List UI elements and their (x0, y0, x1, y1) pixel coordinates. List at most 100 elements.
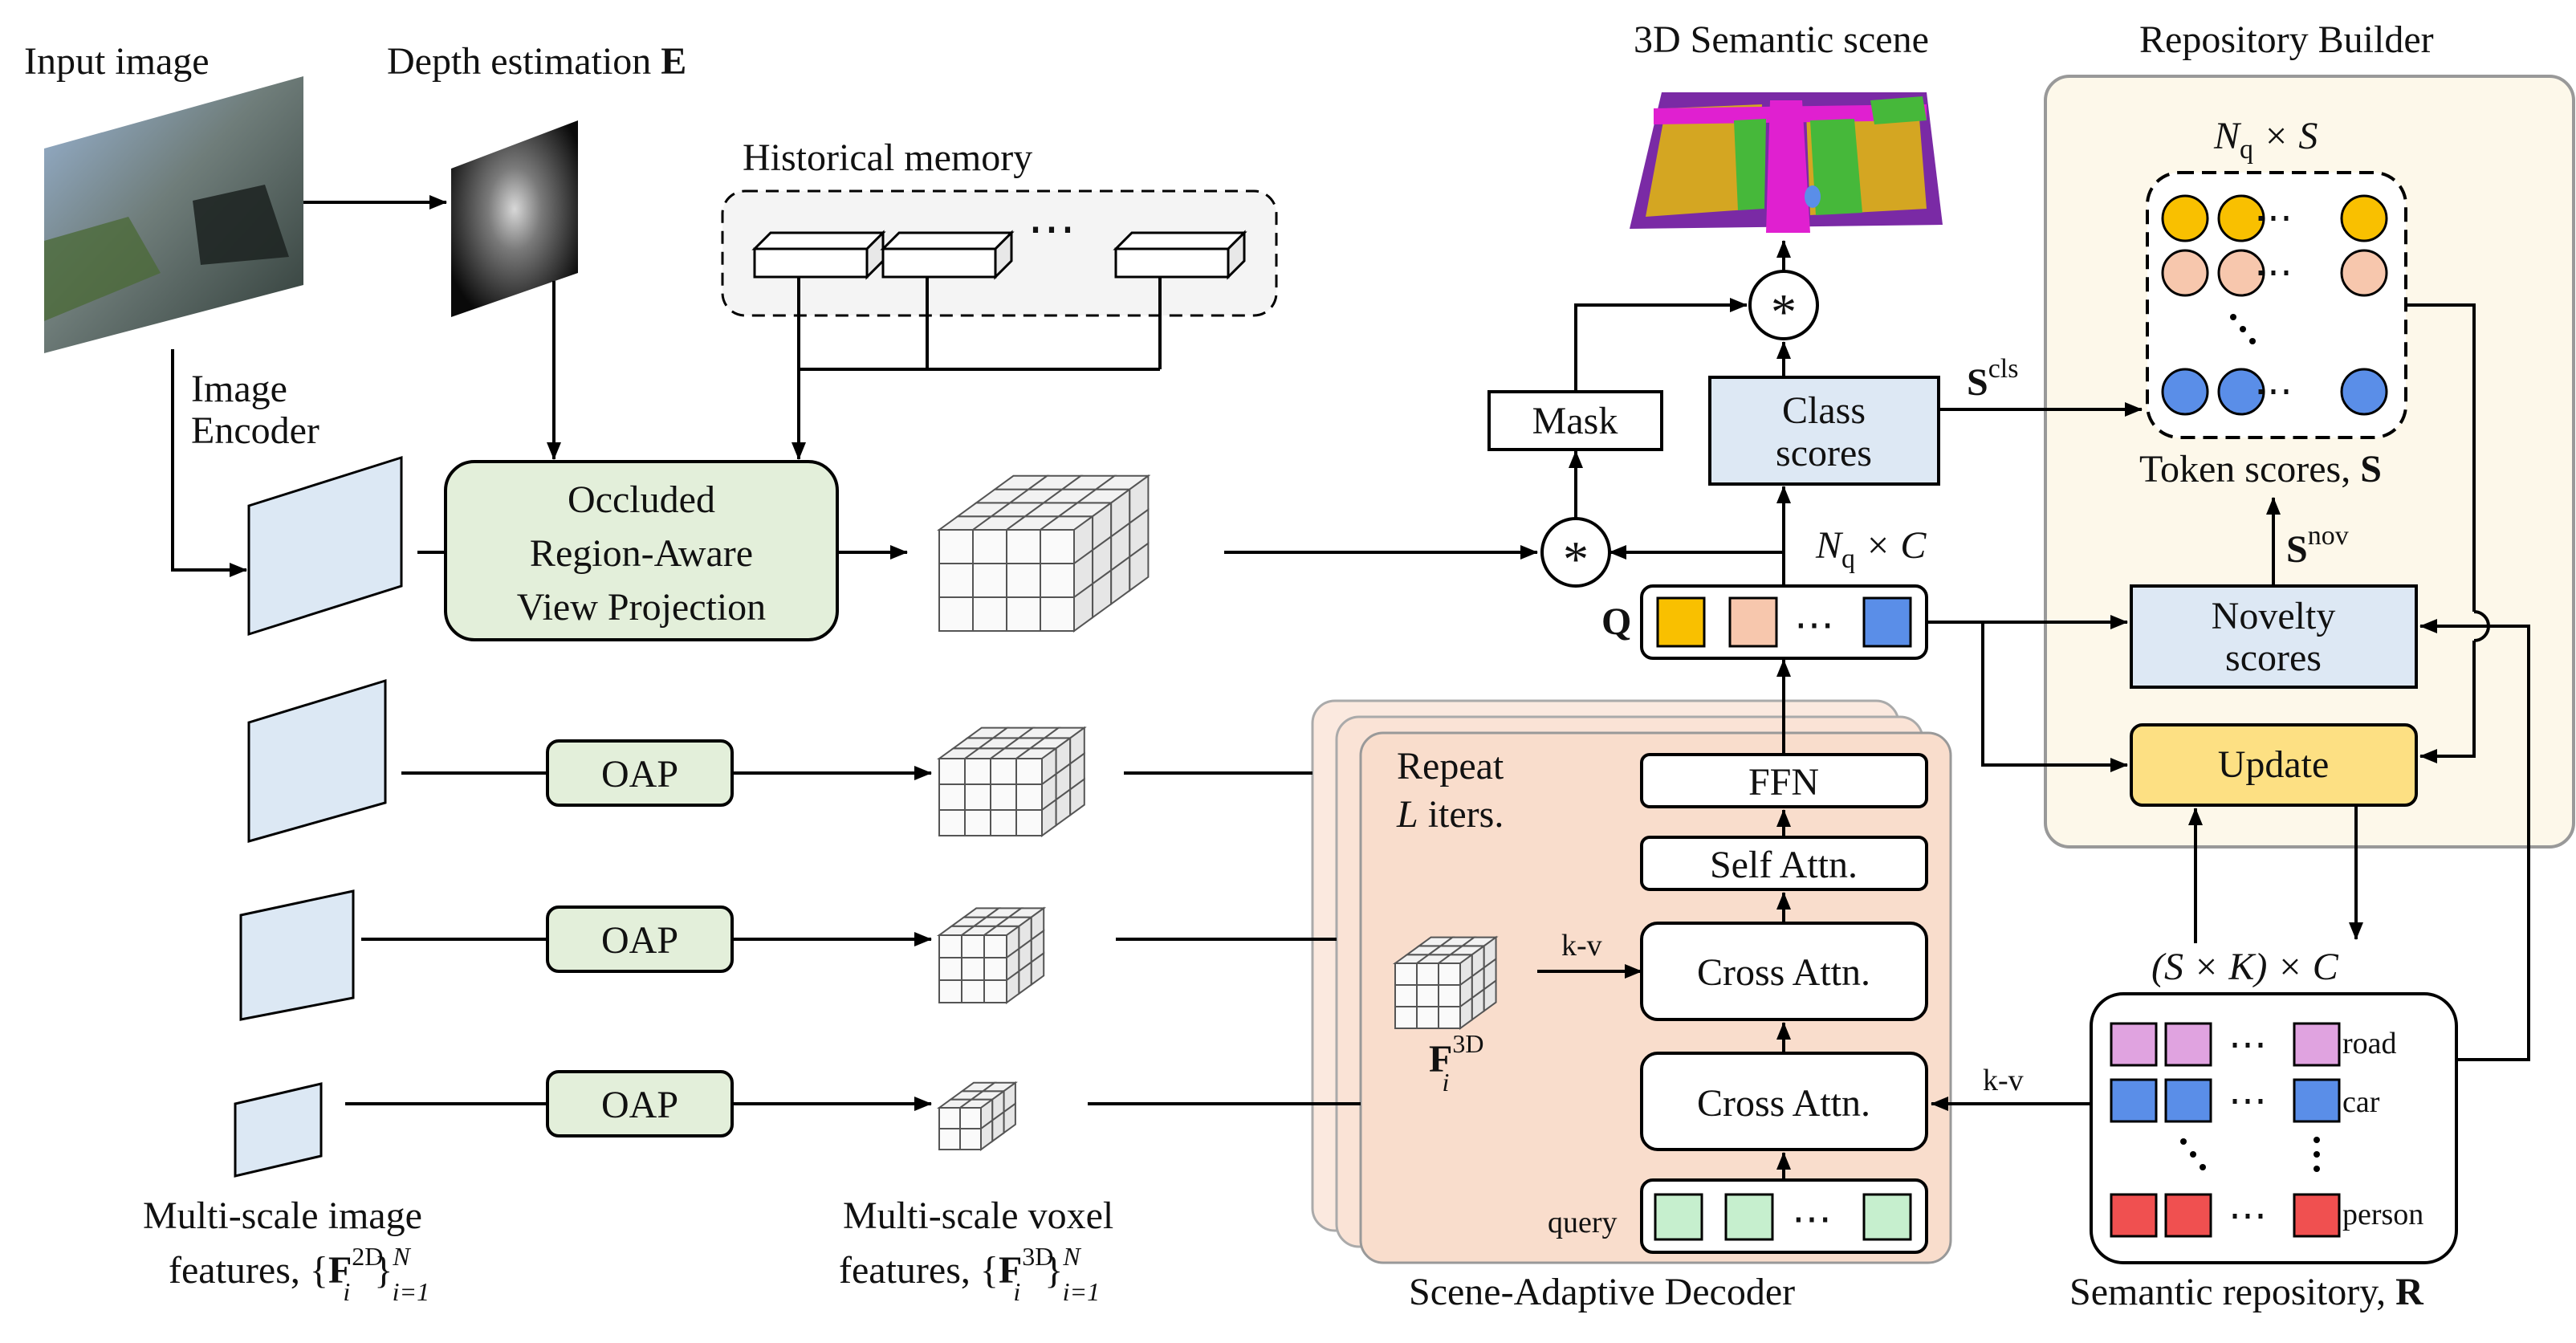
query-token-2 (1724, 1193, 1774, 1241)
voxel-front-face (964, 809, 991, 836)
ffn-label: FFN (1748, 761, 1819, 804)
voxel-front-face (1015, 758, 1043, 785)
voxel-front-face (1438, 962, 1461, 986)
token-vertical-dot (2240, 326, 2246, 332)
voxel-front-face (1416, 962, 1439, 986)
cross-attn-label-2: Cross Attn. (1697, 1082, 1870, 1125)
oap-label-2: OAP (601, 919, 678, 962)
query-token-3 (1862, 1193, 1912, 1241)
voxel-front-face (1006, 529, 1041, 564)
class-scores-label-1: Class (1782, 389, 1866, 432)
token-score-circle (2161, 368, 2209, 416)
novelty-label-1: Novelty (2212, 595, 2336, 637)
repeat-label-2: L iters. (1396, 793, 1504, 836)
voxel-front-face (938, 783, 966, 811)
token-score-circle (2340, 249, 2388, 297)
voxel-front-face (938, 596, 974, 632)
voxel-grid-tiny (936, 1081, 1018, 1151)
orvp-label-3: View Projection (517, 586, 766, 629)
voxel-front-face (983, 957, 1007, 981)
orvp-label-2: Region-Aware (530, 532, 753, 575)
decoder-voxel-grid (1392, 935, 1499, 1030)
voxel-front-face (938, 1128, 961, 1150)
voxel-front-face (1040, 596, 1075, 632)
oap-row-1: OAP (401, 739, 932, 807)
orvp-label-1: Occluded (568, 478, 715, 521)
voxel-front-face (1015, 809, 1043, 836)
repo-row-ellipsis: ⋯ (2228, 1194, 2267, 1237)
voxel-front-face (990, 783, 1017, 811)
voxel-front-face (938, 563, 974, 598)
voxel-front-face (990, 809, 1017, 836)
semantic-scene-render (1630, 92, 1943, 233)
repo-token (2110, 1022, 2158, 1067)
update-label: Update (2218, 743, 2330, 786)
token-score-circle (2340, 368, 2388, 416)
repo-row-ellipsis: ⋯ (2228, 1080, 2267, 1122)
image-encoder-label-1: Image (191, 368, 287, 410)
repo-token (2110, 1078, 2158, 1123)
voxel-front-face (1394, 984, 1418, 1007)
ms-image-caption-1: Multi-scale image (143, 1194, 422, 1237)
repo-token (2293, 1193, 2341, 1238)
image-feature-plane-2 (247, 678, 387, 843)
repo-builder-label: Repository Builder (2139, 18, 2434, 61)
voxel-front-face (938, 979, 962, 1003)
voxel-front-face (938, 758, 966, 785)
arrow-image-encoder (171, 349, 247, 577)
oap-row-3: OAP (345, 1070, 932, 1137)
voxel-front-face (938, 934, 962, 958)
depth-map-thumbnail (451, 120, 578, 317)
voxel-front-face (938, 1107, 961, 1129)
voxel-side-face (1129, 541, 1150, 592)
voxel-front-face (1438, 984, 1461, 1007)
voxel-front-face (961, 957, 985, 981)
mask-label: Mask (1532, 400, 1618, 442)
q-ellipsis: ⋯ (1794, 602, 1834, 647)
image-feature-plane-4 (234, 1082, 323, 1178)
voxel-side-face (1003, 1101, 1016, 1135)
s-nov-label: Snov (2286, 521, 2349, 571)
arrow-q-to-update (1981, 622, 2128, 772)
sem-repo-label: Semantic repository, R (2069, 1271, 2424, 1313)
q-token-2 (1728, 596, 1778, 648)
voxel-side-face (1030, 951, 1045, 987)
cross-attn-label-1: Cross Attn. (1697, 951, 1870, 994)
person-label: person (2342, 1198, 2423, 1231)
image-feature-plane-3 (239, 889, 355, 1021)
voxel-front-face (959, 1107, 982, 1129)
voxel-front-face (1015, 783, 1043, 811)
skc-label: (S × K) × C (2151, 946, 2339, 988)
repo-row-ellipsis: ⋯ (2228, 1024, 2267, 1066)
memory-ellipsis: ⋯ (1028, 202, 1076, 255)
voxel-grid-small (936, 906, 1047, 1004)
token-score-grid: ⋯⋯⋯ (2161, 194, 2388, 416)
input-image-label: Input image (24, 40, 210, 83)
image-feature-plane-1 (247, 455, 403, 637)
voxel-front-face (938, 809, 966, 836)
memory-connectors (792, 277, 1162, 460)
multiply-node-1-star: * (1563, 531, 1589, 588)
voxel-front-face (1394, 962, 1418, 986)
nq-c-label: Nq × C (1815, 524, 1927, 574)
token-vertical-dot (2249, 338, 2256, 344)
token-row-ellipsis: ⋯ (2254, 251, 2293, 294)
voxel-grid-medium (936, 726, 1087, 837)
voxel-front-face (972, 529, 1007, 564)
nq-s-label: Nq × S (2213, 115, 2318, 165)
voxel-side-face (1069, 777, 1085, 817)
voxel-front-face (1040, 529, 1075, 564)
repo-vertical-dot (2314, 1137, 2320, 1143)
voxel-side-face (1483, 979, 1497, 1013)
token-score-circle (2340, 194, 2388, 242)
repo-vertical-dot (2314, 1151, 2320, 1158)
repo-diagonal-dot (2180, 1138, 2187, 1145)
voxel-front-face (1394, 1006, 1418, 1029)
token-score-circle (2217, 194, 2265, 242)
repo-token (2164, 1193, 2212, 1238)
memory-slab-1 (751, 230, 886, 280)
novelty-box (2130, 584, 2418, 689)
q-token-3 (1862, 596, 1912, 648)
